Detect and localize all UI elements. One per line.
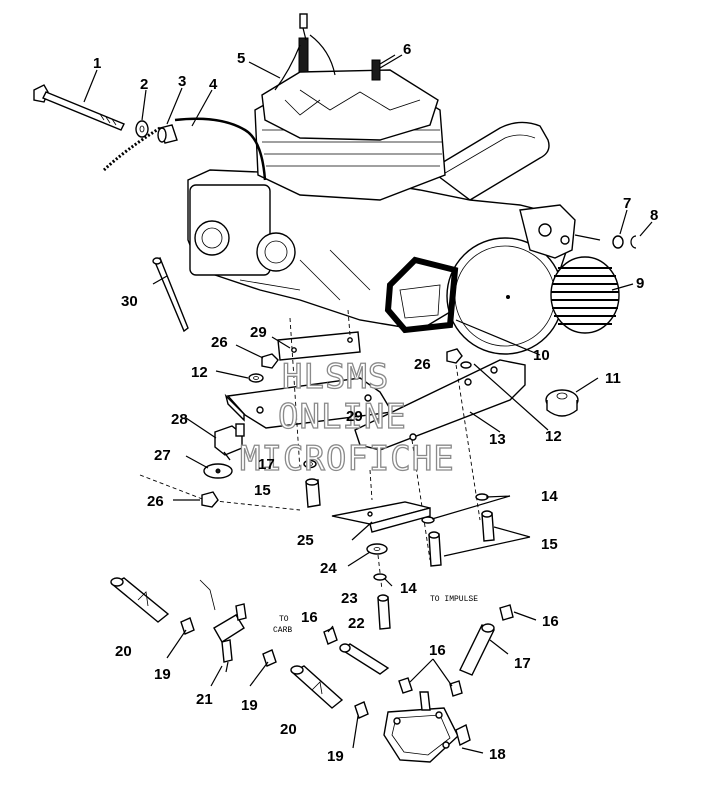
watermark-line-3: MICROFICHE xyxy=(240,439,455,479)
part-mount-bracket-13 xyxy=(354,359,526,451)
guide-lines xyxy=(139,309,481,591)
callout-17-lower: 17 xyxy=(514,655,531,672)
part-rubber-mount-28 xyxy=(214,423,245,461)
callout-28: 28 xyxy=(171,411,188,428)
note-to-carb-line1: TO xyxy=(279,615,289,624)
part-washer-14c xyxy=(373,573,387,581)
engine-assembly xyxy=(187,13,601,355)
notes: TO CARB TO IMPULSE xyxy=(273,595,478,635)
part-bolt-15a xyxy=(305,478,321,508)
callout-4: 4 xyxy=(209,76,218,93)
part-mount-bracket-left xyxy=(224,377,394,429)
leader-lines xyxy=(83,54,653,754)
part-nut-26b xyxy=(446,348,463,364)
callout-19-left: 19 xyxy=(154,666,171,683)
callout-12-right: 12 xyxy=(545,428,562,445)
watermark-line-1: HLSMS xyxy=(282,357,389,397)
part-stud-30 xyxy=(152,256,189,333)
callout-10: 10 xyxy=(533,347,550,364)
part-clamp-16c xyxy=(398,677,413,694)
callout-14-lower: 14 xyxy=(400,580,417,597)
callout-25: 25 xyxy=(297,532,314,549)
callout-15-left: 15 xyxy=(254,482,271,499)
callout-20-upper: 20 xyxy=(115,643,132,660)
part-washer-7 xyxy=(612,235,624,249)
callout-30: 30 xyxy=(121,293,138,310)
part-clip-8 xyxy=(630,235,637,249)
callout-19-center: 19 xyxy=(241,697,258,714)
callout-22: 22 xyxy=(348,615,365,632)
watermark: HLSMS ONLINE MICROFICHE xyxy=(239,356,455,479)
part-washer-2 xyxy=(135,120,149,138)
callout-29-upper: 29 xyxy=(250,324,267,341)
callout-18: 18 xyxy=(489,746,506,763)
callout-19-bottom: 19 xyxy=(327,748,344,765)
callout-5: 5 xyxy=(237,50,245,67)
part-washer-12a xyxy=(248,373,264,383)
part-nut-26a xyxy=(261,353,279,369)
callout-17-upper: 17 xyxy=(258,456,275,473)
part-bolt-23 xyxy=(377,594,391,630)
callout-14-upper: 14 xyxy=(541,488,558,505)
note-to-impulse: TO IMPULSE xyxy=(430,595,478,604)
callout-15-right: 15 xyxy=(541,536,558,553)
callout-8: 8 xyxy=(650,207,658,224)
part-washer-17a xyxy=(303,459,317,469)
part-clamp-16b xyxy=(499,604,514,621)
part-washer-12b xyxy=(460,361,472,369)
callout-29-lower: 29 xyxy=(346,408,363,425)
part-cap-11 xyxy=(545,389,579,417)
part-hose-20b xyxy=(290,665,344,709)
callout-16-left: 16 xyxy=(301,609,318,626)
callout-11: 11 xyxy=(605,370,621,387)
callout-2: 2 xyxy=(140,76,148,93)
part-clamp-16d xyxy=(449,680,463,697)
callout-3: 3 xyxy=(178,73,186,90)
part-clamp-19a xyxy=(180,617,195,635)
part-bolt-15b xyxy=(428,531,442,567)
part-clamp-16a xyxy=(323,627,338,645)
callout-13: 13 xyxy=(489,431,506,448)
part-clamp-19c xyxy=(354,701,369,719)
part-mount-plate-29 xyxy=(277,331,361,361)
callout-26-bottom: 26 xyxy=(147,493,164,510)
part-hose-4 xyxy=(102,117,267,181)
part-hose-22 xyxy=(339,643,390,675)
callout-27: 27 xyxy=(154,447,171,464)
callout-16-center: 16 xyxy=(429,642,446,659)
part-nut-26c xyxy=(201,491,219,508)
callout-6: 6 xyxy=(403,41,411,58)
part-hose-17b xyxy=(459,623,495,676)
callout-1: 1 xyxy=(93,55,101,72)
part-bolt-long xyxy=(33,84,125,131)
callout-24: 24 xyxy=(320,560,337,577)
part-hose-20a xyxy=(110,577,170,623)
callout-21: 21 xyxy=(196,691,213,708)
callout-26-center: 26 xyxy=(414,356,431,373)
callout-26-left: 26 xyxy=(211,334,228,351)
part-screen-9 xyxy=(550,256,620,334)
part-spacer-3 xyxy=(157,124,178,144)
callout-7: 7 xyxy=(623,195,631,212)
callout-12-left: 12 xyxy=(191,364,208,381)
part-clamp-19b xyxy=(262,649,277,667)
part-fuel-pump-18 xyxy=(383,691,471,763)
callouts: 1 2 3 4 5 6 7 8 9 10 11 12 12 13 14 14 1… xyxy=(93,41,658,765)
callout-20-lower: 20 xyxy=(280,721,297,738)
note-to-carb-line2: CARB xyxy=(273,626,292,635)
part-plate-25 xyxy=(331,501,431,533)
callout-16-right: 16 xyxy=(542,613,559,630)
part-bolt-15c xyxy=(481,510,495,542)
part-tee-fitting-21 xyxy=(199,579,247,673)
part-washer-27 xyxy=(203,463,233,479)
watermark-line-2: ONLINE xyxy=(278,397,407,437)
callout-23: 23 xyxy=(341,590,358,607)
part-washer-24 xyxy=(366,543,388,555)
callout-9: 9 xyxy=(636,275,644,292)
